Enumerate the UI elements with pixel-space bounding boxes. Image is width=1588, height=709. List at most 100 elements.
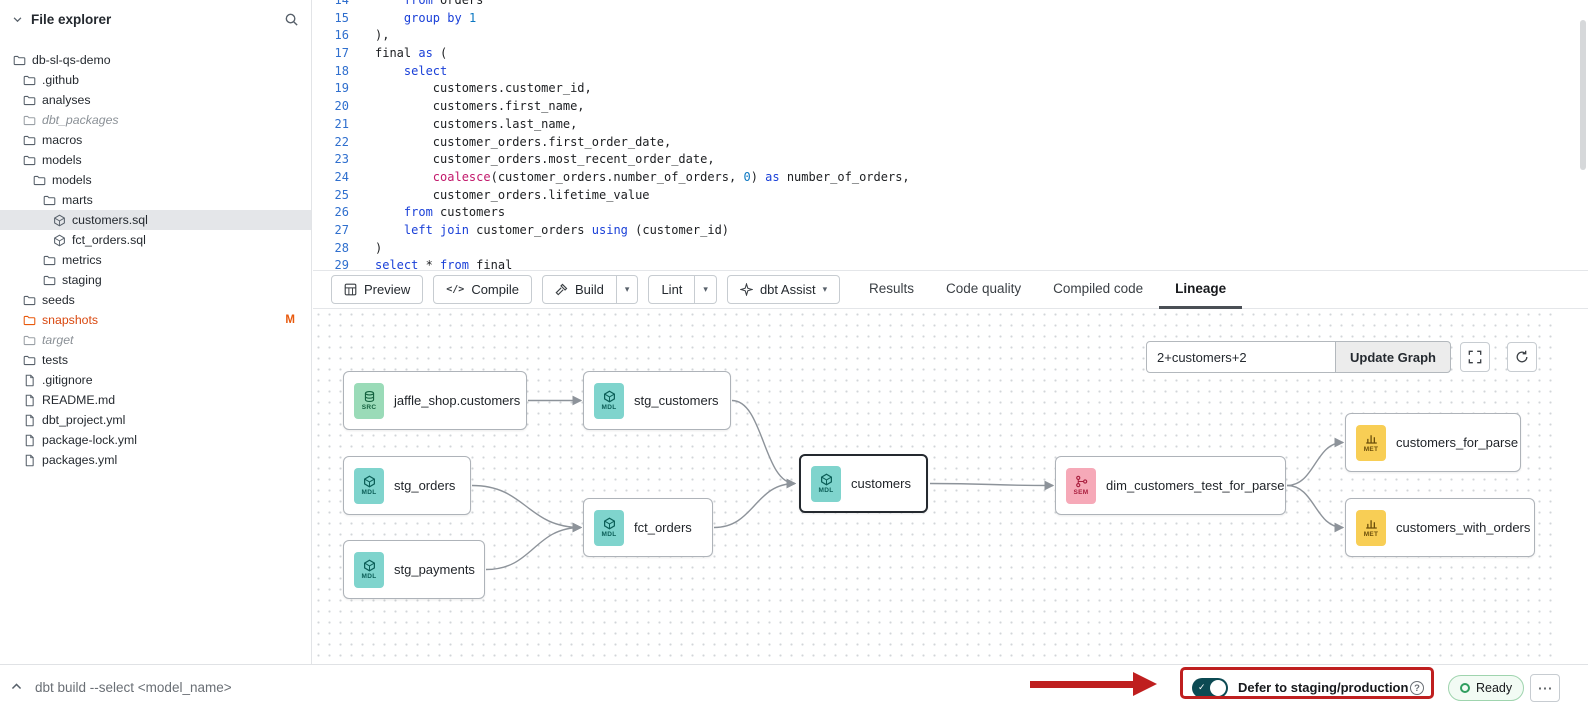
- compile-button[interactable]: </> Compile: [433, 275, 532, 304]
- folder-icon: [33, 174, 46, 187]
- line-number: 24: [313, 170, 349, 188]
- tree-item-seeds[interactable]: seeds: [0, 290, 311, 310]
- tab-compiled-code[interactable]: Compiled code: [1037, 271, 1159, 309]
- command-hint[interactable]: dbt build --select <model_name>: [35, 665, 232, 709]
- line-number: 26: [313, 205, 349, 223]
- lineage-node-jaffle_shop_customers[interactable]: SRCjaffle_shop.customers: [343, 371, 527, 430]
- tree-item-label: metrics: [62, 253, 102, 267]
- line-number: 22: [313, 135, 349, 153]
- tree-item-snapshots[interactable]: snapshotsM: [0, 310, 311, 330]
- refresh-button[interactable]: [1507, 342, 1537, 372]
- folder-icon: [43, 274, 56, 287]
- lineage-node-customers_for_parse[interactable]: METcustomers_for_parse: [1345, 413, 1521, 472]
- tree-item-models[interactable]: models: [0, 150, 311, 170]
- tree-item-models[interactable]: models: [0, 170, 311, 190]
- defer-label: Defer to staging/production: [1238, 665, 1408, 709]
- tree-item-github[interactable]: .github: [0, 70, 311, 90]
- tree-item-readme-md[interactable]: README.md: [0, 390, 311, 410]
- model-file-icon: [53, 234, 66, 247]
- annotation-arrow-head: [1133, 672, 1157, 696]
- lineage-node-stg_payments[interactable]: MDLstg_payments: [343, 540, 485, 599]
- more-options-button[interactable]: ⋯: [1530, 674, 1560, 702]
- code-line-21: customers.last_name,: [375, 117, 910, 135]
- chevron-down-icon: ▾: [823, 284, 828, 295]
- dbt-assist-button[interactable]: dbt Assist ▾: [727, 275, 840, 304]
- folder-icon: [23, 354, 36, 367]
- preview-button[interactable]: Preview: [331, 275, 423, 304]
- tree-item-packages-yml[interactable]: packages.yml: [0, 450, 311, 470]
- toggle-knob: [1210, 680, 1226, 696]
- defer-toggle[interactable]: ✓: [1192, 678, 1228, 698]
- lineage-right-gutter: [1554, 309, 1588, 664]
- editor-scroll: 14151617181920212223242526272829 from or…: [313, 0, 1588, 271]
- editor-scrollbar[interactable]: [1580, 20, 1586, 170]
- search-icon[interactable]: [284, 12, 299, 27]
- tree-item-dbt-packages[interactable]: dbt_packages: [0, 110, 311, 130]
- tree-item-dbt-project-yml[interactable]: dbt_project.yml: [0, 410, 311, 430]
- folder-icon: [23, 314, 36, 327]
- lineage-selector-group: Update Graph: [1146, 341, 1451, 373]
- ready-label: Ready: [1476, 681, 1512, 695]
- lineage-node-customers_with_orders[interactable]: METcustomers_with_orders: [1345, 498, 1535, 557]
- chevron-up-icon[interactable]: [10, 680, 23, 693]
- code-line-19: customers.customer_id,: [375, 81, 910, 99]
- sparkle-icon: [740, 283, 753, 296]
- line-number: 19: [313, 81, 349, 99]
- met-node-icon: MET: [1356, 425, 1386, 461]
- line-number: 14: [313, 0, 349, 11]
- tree-item-label: macros: [42, 133, 82, 147]
- folder-icon: [43, 254, 56, 267]
- tree-item-gitignore[interactable]: .gitignore: [0, 370, 311, 390]
- lineage-edge-dim_customers_test_for_parse-to-customers_for_parse: [1287, 443, 1343, 486]
- chevron-down-icon[interactable]: [12, 14, 23, 25]
- file-icon: [23, 394, 36, 407]
- line-number: 20: [313, 99, 349, 117]
- lineage-node-fct_orders[interactable]: MDLfct_orders: [583, 498, 713, 557]
- tree-item-package-lock-yml[interactable]: package-lock.yml: [0, 430, 311, 450]
- lineage-node-stg_customers[interactable]: MDLstg_customers: [583, 371, 731, 430]
- tree-item-customers-sql[interactable]: customers.sql: [0, 210, 311, 230]
- build-label: Build: [575, 282, 604, 297]
- file-explorer-title: File explorer: [31, 12, 284, 27]
- lineage-panel[interactable]: SRCjaffle_shop.customers MDLstg_customers…: [313, 309, 1588, 664]
- tree-item-staging[interactable]: staging: [0, 270, 311, 290]
- fullscreen-button[interactable]: [1460, 342, 1490, 372]
- lineage-node-stg_orders[interactable]: MDLstg_orders: [343, 456, 471, 515]
- lineage-selector-input[interactable]: [1146, 341, 1336, 373]
- code-line-25: customer_orders.lifetime_value: [375, 188, 910, 206]
- file-explorer-sidebar: File explorer db-sl-qs-demo .github analys…: [0, 0, 312, 664]
- tree-item-fct-orders-sql[interactable]: fct_orders.sql: [0, 230, 311, 250]
- tree-item-macros[interactable]: macros: [0, 130, 311, 150]
- node-label: fct_orders: [634, 520, 692, 535]
- lint-split-button: Lint ▾: [648, 275, 717, 304]
- lineage-node-dim_customers_test_for_parse[interactable]: SEMdim_customers_test_for_parse: [1055, 456, 1286, 515]
- tree-item-metrics[interactable]: metrics: [0, 250, 311, 270]
- file-icon: [23, 414, 36, 427]
- build-button[interactable]: Build: [542, 275, 617, 304]
- node-label: stg_customers: [634, 393, 719, 408]
- line-number: 17: [313, 46, 349, 64]
- status-bar: dbt build --select <model_name> ✓ Defer …: [0, 664, 1588, 709]
- lint-button[interactable]: Lint: [648, 275, 695, 304]
- build-dropdown-button[interactable]: ▾: [617, 275, 639, 304]
- tree-item-target[interactable]: target: [0, 330, 311, 350]
- tab-lineage[interactable]: Lineage: [1159, 271, 1242, 309]
- tree-item-tests[interactable]: tests: [0, 350, 311, 370]
- code-editor[interactable]: 14151617181920212223242526272829 from or…: [313, 0, 1588, 271]
- tree-item-analyses[interactable]: analyses: [0, 90, 311, 110]
- met-node-icon: MET: [1356, 510, 1386, 546]
- tree-item-marts[interactable]: marts: [0, 190, 311, 210]
- tab-results[interactable]: Results: [853, 271, 930, 309]
- tree-item-label: seeds: [42, 293, 75, 307]
- line-number: 21: [313, 117, 349, 135]
- tree-item-db-sl-qs-demo[interactable]: db-sl-qs-demo: [0, 50, 311, 70]
- folder-icon: [23, 134, 36, 147]
- update-graph-button[interactable]: Update Graph: [1335, 341, 1451, 373]
- editor-code[interactable]: from orders group by 1),final as ( selec…: [357, 0, 910, 271]
- help-icon[interactable]: ?: [1410, 681, 1424, 695]
- lint-dropdown-button[interactable]: ▾: [695, 275, 717, 304]
- tree-item-label: .github: [42, 73, 79, 87]
- tab-code-quality[interactable]: Code quality: [930, 271, 1037, 309]
- line-number: 18: [313, 64, 349, 82]
- lineage-node-customers[interactable]: MDLcustomers: [799, 454, 928, 513]
